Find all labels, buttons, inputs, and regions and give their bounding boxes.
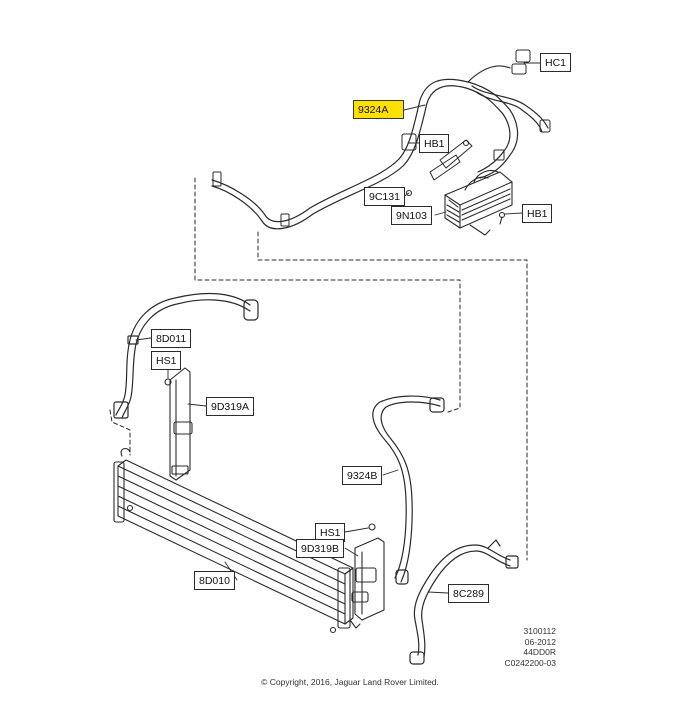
callout-9D319A[interactable]: 9D319A — [206, 397, 254, 416]
callout-HS1-lower[interactable]: HS1 — [315, 523, 346, 542]
callout-9324A[interactable]: 9324A — [353, 100, 404, 119]
reference-code: 3100112 — [523, 626, 556, 636]
reference-codes: 3100112 06-2012 44DD0R C0242200-03 — [490, 626, 556, 668]
callout-HC1[interactable]: HC1 — [540, 53, 572, 72]
hose-8D011 — [113, 292, 259, 419]
callout-9N103[interactable]: 9N103 — [391, 206, 432, 225]
callout-HS1-upper[interactable]: HS1 — [151, 351, 182, 370]
callout-9324B[interactable]: 9324B — [342, 466, 383, 485]
bracket-9D319B — [351, 523, 385, 621]
dashed-outline — [109, 177, 528, 561]
upper-fittings — [212, 49, 551, 227]
upper-hose-9324A — [211, 65, 549, 230]
reference-code: 44DD0R — [523, 647, 556, 657]
callout-HB1-upper[interactable]: HB1 — [419, 134, 450, 153]
reference-code: C0242200-03 — [504, 657, 556, 668]
callout-8D011[interactable]: 8D011 — [151, 329, 192, 348]
hose-8C289 — [409, 539, 519, 665]
oil-cooler-9N103 — [405, 139, 513, 236]
callout-9C131[interactable]: 9C131 — [364, 187, 405, 206]
callout-9D319B[interactable]: 9D319B — [296, 539, 344, 558]
callout-HB1-lower[interactable]: HB1 — [522, 204, 553, 223]
bracket-9D319A — [164, 367, 193, 481]
reference-code: 06-2012 — [524, 636, 556, 647]
hose-9324B — [372, 395, 445, 585]
callout-8C289[interactable]: 8C289 — [448, 584, 489, 603]
callout-8D010[interactable]: 8D010 — [194, 571, 235, 590]
radiator-8D010 — [113, 447, 361, 634]
copyright-notice: © Copyright, 2016, Jaguar Land Rover Lim… — [261, 677, 439, 687]
